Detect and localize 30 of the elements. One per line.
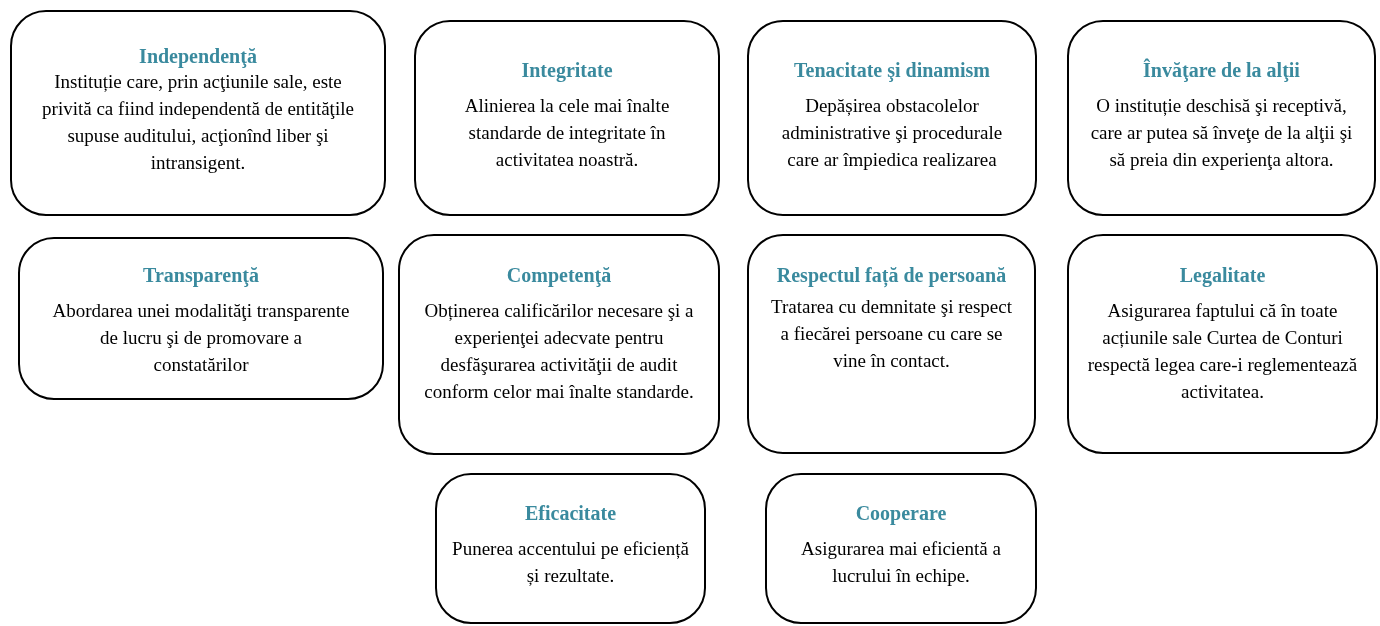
value-title: Învăţare de la alţii [1143,58,1300,82]
value-card [747,234,1036,454]
value-description: Instituție care, prin acţiunile sale, este privită ca fiind independentă de entităţile supuse auditului, acţionînd liber şi intransigent. [41,70,355,175]
value-card [765,473,1037,624]
value-description: Punerea accentului pe eficiență și rezultate. [451,537,690,588]
value-card [18,237,384,400]
value-card [398,234,720,455]
value-title: Cooperare [855,501,947,525]
value-description: Abordarea unei modalităţi transparente de lucru şi de promovare a constatărilor [51,299,351,377]
value-card [1067,234,1378,454]
value-title: Legalitate [1179,263,1266,287]
value-title: Competenţă [506,263,612,287]
value-title: Transparenţă [143,263,259,287]
value-title: Independenţă [139,44,257,68]
value-card [747,20,1037,216]
value-description: Obținerea calificărilor necesare şi a experienţei adecvate pentru desfăşurarea activităţii de audit conform celor mai înalte standarde. [423,299,695,404]
value-title: Eficacitate [524,501,617,525]
value-title: Integritate [521,58,613,82]
value-description: Asigurarea faptului că în toate acțiunile sale Curtea de Conturi respectă legea care-i reglementează activitatea. [1086,299,1359,404]
value-description: Tratarea cu demnitate şi respect a fiecărei persoane cu care se vine în contact. [770,295,1013,373]
value-title: Tenacitate şi dinamism [794,58,990,82]
value-card [1067,20,1376,216]
value-card [435,473,706,624]
value-card [414,20,720,216]
value-title: Respectul față de persoană [776,263,1007,287]
value-description: Depășirea obstacolelor administrative şi procedurale care ar împiedica realizarea [780,94,1004,172]
value-description: Alinierea la cele mai înalte standarde de integritate în activitatea noastră. [463,94,671,172]
value-card [10,10,386,216]
value-description: O instituție deschisă şi receptivă, care ar putea să înveţe de la alţii şi să preia din experienţa altora. [1089,94,1354,172]
value-description: Asigurarea mai eficientă a lucrului în echipe. [800,537,1002,588]
